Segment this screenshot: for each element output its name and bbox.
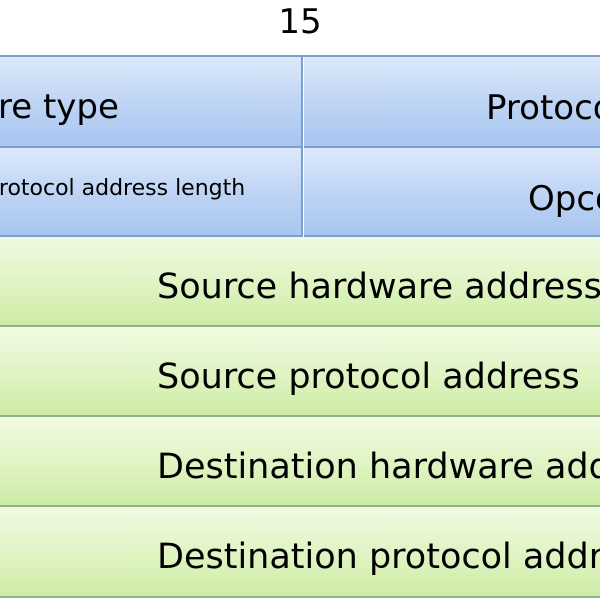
field-destination-hardware-address-label: Destination hardware address: [157, 447, 600, 487]
field-hardware-type-label: Hardware type: [0, 87, 119, 127]
column-divider: [301, 57, 303, 237]
field-protocol-type: Protocol type: [304, 57, 600, 148]
field-destination-hardware-address: Destination hardware address: [0, 417, 600, 507]
field-destination-protocol-address-label: Destination protocol address: [157, 537, 600, 577]
field-source-hardware-address: Source hardware address: [0, 237, 600, 327]
table-top-border: [0, 55, 600, 57]
field-opcode-label: Opcode: [528, 179, 600, 219]
field-source-hardware-address-label: Source hardware address: [157, 267, 600, 307]
field-protocol-address-length-label: Protocol address length: [0, 176, 246, 201]
field-destination-protocol-address: Destination protocol address: [0, 507, 600, 598]
field-protocol-type-label: Protocol type: [486, 88, 600, 128]
field-opcode: Opcode: [304, 148, 600, 237]
field-hardware-type: Hardware type: [0, 57, 302, 148]
field-source-protocol-address-label: Source protocol address: [157, 357, 580, 397]
bit-position-label: 15: [278, 2, 322, 42]
field-protocol-address-length: Protocol address length: [0, 148, 302, 237]
field-source-protocol-address: Source protocol address: [0, 327, 600, 417]
